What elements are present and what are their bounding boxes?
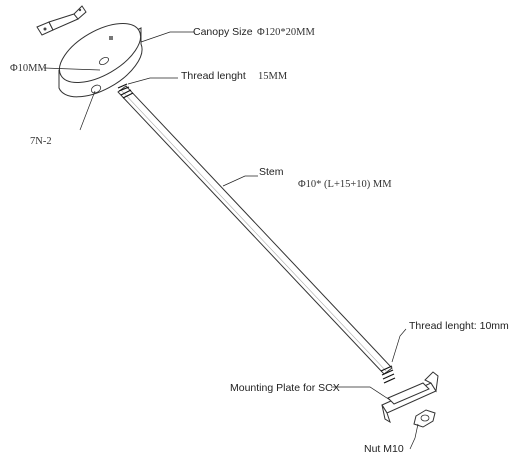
- top-thread-leader: [127, 77, 178, 85]
- canopy: [58, 23, 143, 98]
- canopy-hole: [99, 56, 109, 66]
- mounting-plate-leader: [331, 386, 391, 401]
- hole-leader: [43, 67, 101, 71]
- mounting-plate: [381, 371, 439, 424]
- canopy-screw: [109, 36, 113, 40]
- canopy-size-leader: [140, 31, 194, 43]
- part-code-label: 7N-2: [30, 136, 52, 147]
- canopy-size-label: Canopy Size: [193, 26, 253, 38]
- bottom-thread-leader: [391, 328, 407, 363]
- mounting-plate-label: Mounting Plate for SCX: [230, 382, 340, 394]
- thread-length-value: 15MM: [258, 71, 288, 82]
- canopy-side-hole: [90, 84, 102, 94]
- stem-rod: [117, 85, 393, 375]
- part-code-leader: [79, 90, 96, 131]
- stem-label: Stem: [259, 166, 284, 178]
- hole-dimension: Φ10MM: [10, 63, 48, 74]
- bottom-thread: [380, 365, 396, 384]
- leader-lines: [43, 31, 419, 450]
- nut-m10: [413, 409, 436, 428]
- nut-label: Nut M10: [364, 443, 404, 455]
- stem-dimension: Φ10* (L+15+10) MM: [298, 179, 392, 190]
- nut-leader: [409, 423, 419, 450]
- stem-leader: [222, 175, 258, 187]
- thread-length-label: Thread lenght: [181, 70, 246, 82]
- top-mounting-bracket: [36, 5, 87, 36]
- canopy-dimension: Φ120*20MM: [257, 27, 316, 38]
- top-thread: [117, 83, 134, 99]
- bottom-thread-label: Thread lenght: 10mm: [409, 320, 509, 332]
